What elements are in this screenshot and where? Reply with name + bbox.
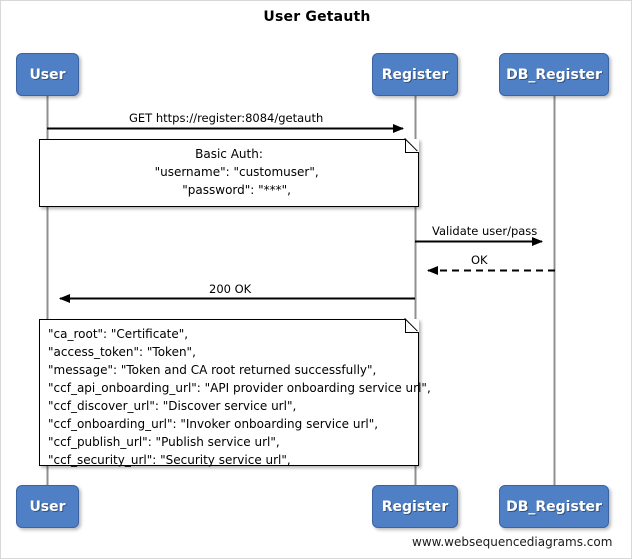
- note-line: "ccf_discover_url": "Discover service ur…: [48, 399, 297, 413]
- message-label-ok: OK: [471, 253, 488, 267]
- message-label-get-getauth: GET https://register:8084/getauth: [129, 111, 324, 125]
- message-label-200-ok: 200 OK: [209, 282, 252, 296]
- note-line: "access_token": "Token",: [48, 345, 196, 359]
- diagram-title: User Getauth: [263, 9, 371, 25]
- participant-db-register-top[interactable]: DB_Register: [499, 53, 609, 96]
- participant-user-bottom[interactable]: User: [16, 485, 79, 528]
- note-line: "ccf_security_url": "Security service ur…: [48, 453, 291, 467]
- participant-register-bottom[interactable]: Register: [372, 485, 458, 528]
- note-line: "message": "Token and CA root returned s…: [48, 363, 377, 377]
- note-basic-auth: Basic Auth: "username": "customuser", "p…: [39, 139, 419, 207]
- note-line: "ccf_api_onboarding_url": "API provider …: [48, 381, 431, 395]
- participant-db-register-bottom[interactable]: DB_Register: [499, 485, 609, 528]
- note-line: "ca_root": "Certificate",: [48, 327, 189, 341]
- note-line: "username": "customuser",: [139, 165, 319, 179]
- note-fold-icon: [405, 139, 419, 153]
- participant-user-top[interactable]: User: [16, 53, 79, 96]
- note-line: "ccf_publish_url": "Publish service url"…: [48, 435, 280, 449]
- participant-register-top[interactable]: Register: [372, 53, 458, 96]
- note-fold-icon: [405, 319, 419, 333]
- note-line: "ccf_onboarding_url": "Invoker onboardin…: [48, 417, 379, 431]
- note-line: Basic Auth:: [195, 147, 263, 161]
- watermark: www.websequencediagrams.com: [412, 535, 613, 549]
- note-line: "password": "***",: [167, 183, 291, 197]
- message-label-validate-user-pass: Validate user/pass: [432, 224, 538, 238]
- note-getauth-response: "ca_root": "Certificate", "access_token"…: [39, 319, 431, 467]
